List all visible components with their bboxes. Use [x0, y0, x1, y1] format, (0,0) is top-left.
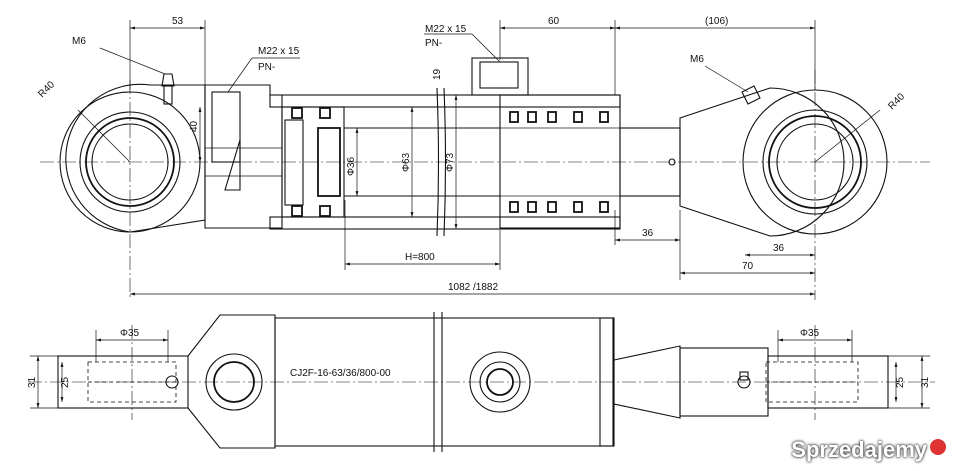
right-radius-line: [814, 109, 881, 163]
label-port1-pn: PN-: [258, 62, 275, 73]
watermark: Sprzedajemy: [791, 437, 946, 463]
label-port2-pn: PN-: [425, 38, 442, 49]
left-port-drill: [224, 139, 241, 191]
dim-phi73: Φ73: [445, 152, 456, 172]
dim-31-right: 31: [920, 376, 931, 388]
dim-25-left: 25: [60, 376, 71, 388]
dim-36-eye: 36: [773, 243, 785, 254]
plan-rod: [613, 345, 681, 419]
right-grease-nipple: [741, 85, 761, 105]
label-port2-thread: M22 x 15: [425, 24, 467, 35]
dim-r40-right: R40: [886, 91, 907, 112]
left-port-bore: [211, 91, 241, 163]
dim-40: 40: [189, 120, 200, 132]
dim-phi63: Φ63: [401, 152, 412, 172]
dim-phi36: Φ36: [346, 156, 357, 176]
plan-barrel: [274, 317, 614, 447]
left-clevis-body: [65, 83, 206, 233]
left-bushing: [85, 117, 175, 207]
dim-r40-left: R40: [36, 79, 57, 100]
dim-25-right: 25: [895, 376, 906, 388]
dim-stroke: H=800: [405, 252, 435, 263]
dim-total-length: 1082 /1882: [448, 282, 498, 293]
plan-left-clevis: [57, 355, 189, 409]
dim-70: 70: [742, 261, 754, 272]
label-m6-left: M6: [72, 36, 86, 47]
dim-106: (106): [705, 16, 728, 27]
gland-seals: [509, 111, 609, 213]
dim-53: 53: [172, 16, 184, 27]
piston: [281, 106, 345, 218]
section-view: Φ36 Φ63 Φ73 53: [36, 16, 930, 300]
dim-19: 19: [432, 68, 443, 80]
model-number: CJ2F-16-63/36/800-00: [290, 368, 391, 379]
watermark-logo-icon: [930, 439, 946, 455]
label-m6-right: M6: [690, 54, 704, 65]
left-radius-line: [77, 109, 131, 163]
label-port1-thread: M22 x 15: [258, 46, 300, 57]
dim-phi35-right: Φ35: [800, 328, 820, 339]
piston-nut: [317, 127, 341, 197]
plan-view: CJ2F-16-63/36/800-00 Φ35 Φ35 31 25 31: [27, 312, 935, 452]
dim-36-rod: 36: [642, 228, 654, 239]
dim-phi35-left: Φ35: [120, 328, 140, 339]
dim-31-left: 31: [27, 376, 38, 388]
right-rod-eye: [679, 87, 845, 237]
dim-60: 60: [548, 16, 560, 27]
plan-port-boss: [469, 351, 531, 413]
